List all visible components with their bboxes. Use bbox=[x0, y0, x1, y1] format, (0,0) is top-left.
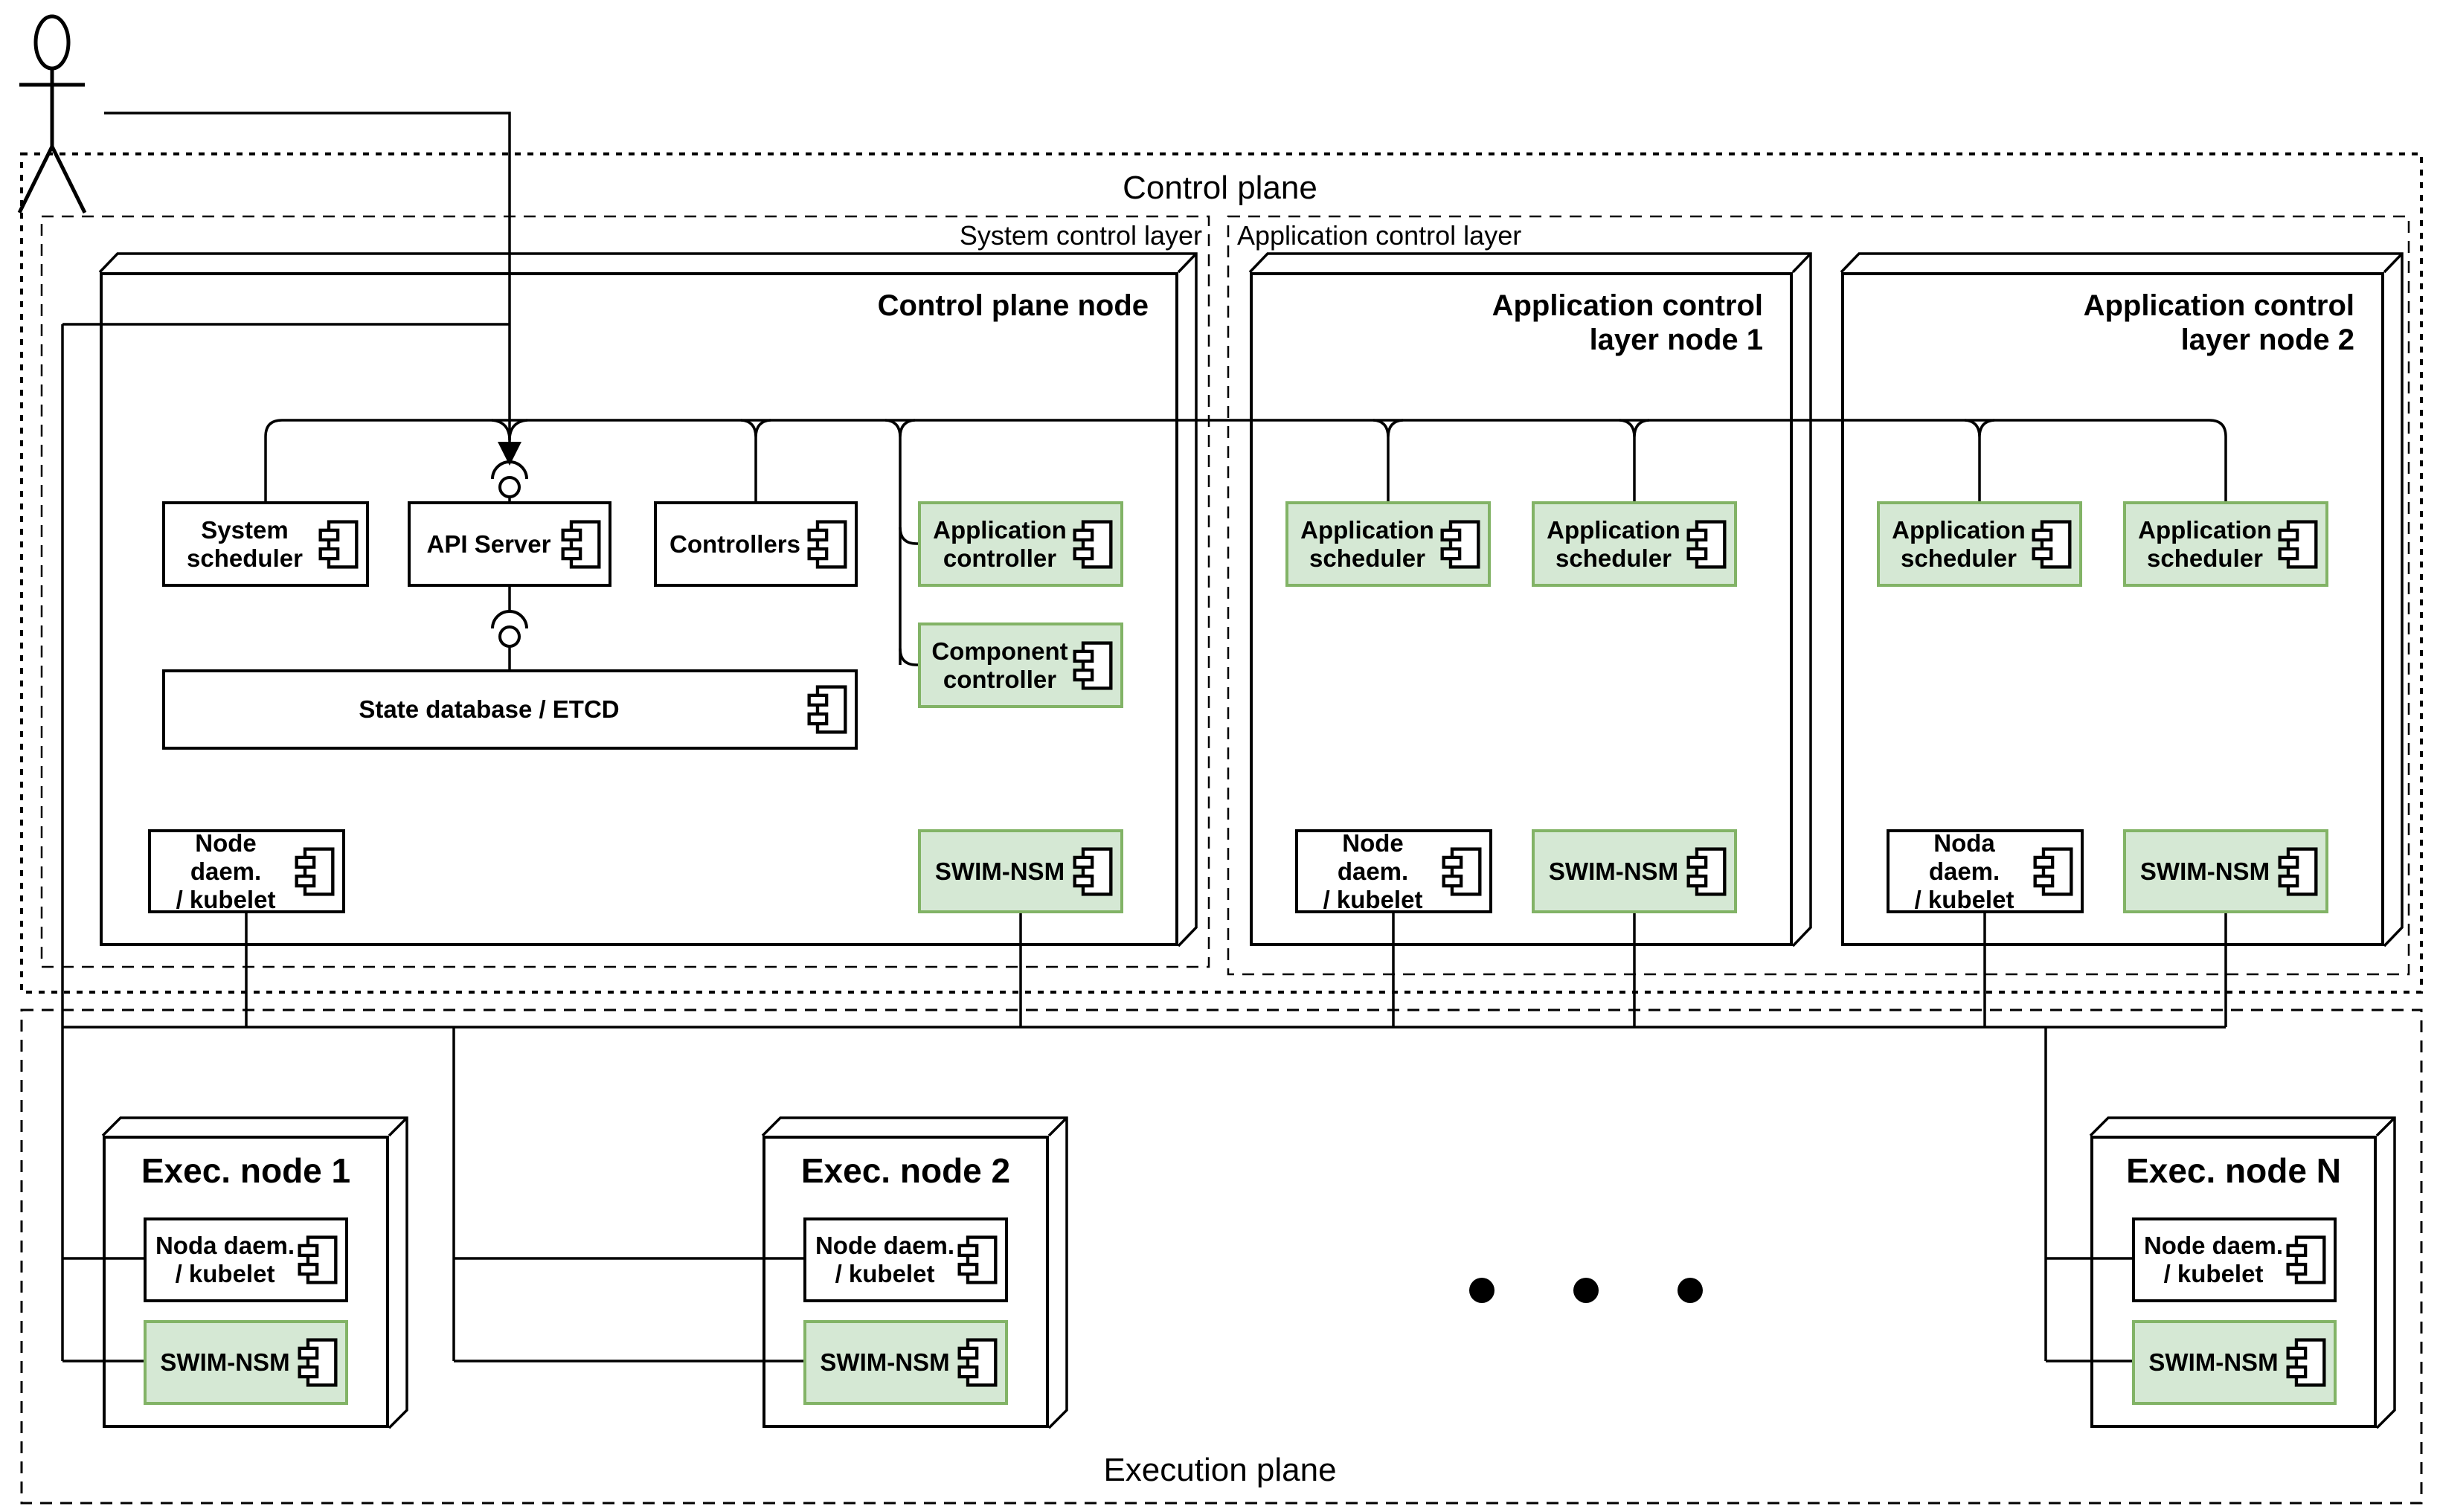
node1-swim-nsm-label: SWIM-NSM bbox=[1548, 857, 1679, 885]
component-icon bbox=[295, 846, 335, 896]
node1-node-daemon-label: Node daem. / kubelet bbox=[1323, 829, 1423, 913]
component-icon bbox=[1442, 846, 1482, 896]
component-icon bbox=[2278, 846, 2318, 896]
application-controller-component: Application controller bbox=[918, 501, 1123, 587]
execution-plane-label: Execution plane bbox=[1103, 1452, 1337, 1488]
component-icon bbox=[2286, 1235, 2326, 1284]
component-icon bbox=[807, 519, 847, 569]
node1-node-daemon-component: Node daem. / kubelet bbox=[1295, 829, 1492, 913]
component-icon bbox=[2278, 519, 2318, 569]
state-database-component: State database / ETCD bbox=[162, 669, 858, 750]
component-controller-label: Component controller bbox=[931, 637, 1068, 693]
application-control-layer-label: Application control layer bbox=[1237, 220, 1522, 251]
component-icon bbox=[2286, 1338, 2326, 1387]
component-icon bbox=[298, 1338, 338, 1387]
controllers-label: Controllers bbox=[669, 530, 801, 558]
cp-swim-nsm-label: SWIM-NSM bbox=[934, 857, 1065, 885]
execN-swim-nsm-component: SWIM-NSM bbox=[2132, 1320, 2337, 1405]
exec-node1-title: Exec. node 1 bbox=[141, 1151, 351, 1190]
app-control-node1-title: Application control layer node 1 bbox=[1492, 289, 1763, 356]
exec2-node-daemon-label: Node daem. / kubelet bbox=[815, 1232, 955, 1287]
execN-node-daemon-component: Node daem. / kubelet bbox=[2132, 1217, 2337, 1302]
component-icon bbox=[561, 519, 601, 569]
component-icon bbox=[1440, 519, 1480, 569]
component-icon bbox=[957, 1338, 998, 1387]
component-icon bbox=[1073, 640, 1113, 690]
component-icon bbox=[1073, 846, 1113, 896]
node2-app-scheduler-b-label: Application scheduler bbox=[2138, 515, 2272, 572]
node2-node-daemon-component: Noda daem. / kubelet bbox=[1887, 829, 2084, 913]
control-plane-node-title: Control plane node bbox=[877, 289, 1149, 322]
node2-app-scheduler-a-component: Application scheduler bbox=[1877, 501, 2082, 587]
component-icon bbox=[807, 685, 847, 734]
node1-app-scheduler-a-component: Application scheduler bbox=[1285, 501, 1491, 587]
exec-node2-title: Exec. node 2 bbox=[800, 1151, 1011, 1190]
component-icon bbox=[1073, 519, 1113, 569]
application-controller-label: Application controller bbox=[933, 515, 1067, 572]
controllers-component: Controllers bbox=[654, 501, 858, 587]
cp-node-daemon-component: Node daem. / kubelet bbox=[148, 829, 345, 913]
api-server-component: API Server bbox=[408, 501, 611, 587]
exec2-swim-nsm-component: SWIM-NSM bbox=[803, 1320, 1008, 1405]
component-icon bbox=[957, 1235, 998, 1284]
execN-node-daemon-label: Node daem. / kubelet bbox=[2143, 1232, 2284, 1287]
exec1-swim-nsm-label: SWIM-NSM bbox=[160, 1348, 290, 1376]
node2-node-daemon-label: Noda daem. / kubelet bbox=[1914, 829, 2014, 913]
exec1-node-daemon-component: Noda daem. / kubelet bbox=[144, 1217, 348, 1302]
user-actor-icon bbox=[17, 14, 87, 214]
node1-swim-nsm-component: SWIM-NSM bbox=[1532, 829, 1737, 913]
system-scheduler-component: System scheduler bbox=[162, 501, 369, 587]
node2-app-scheduler-b-component: Application scheduler bbox=[2123, 501, 2328, 587]
node1-app-scheduler-a-label: Application scheduler bbox=[1300, 515, 1434, 572]
exec2-node-daemon-component: Node daem. / kubelet bbox=[803, 1217, 1008, 1302]
component-controller-component: Component controller bbox=[918, 623, 1123, 708]
component-icon bbox=[1686, 519, 1727, 569]
exec1-swim-nsm-component: SWIM-NSM bbox=[144, 1320, 348, 1405]
node2-app-scheduler-a-label: Application scheduler bbox=[1892, 515, 2026, 572]
ellipsis-dots bbox=[1469, 1278, 1703, 1303]
exec2-swim-nsm-label: SWIM-NSM bbox=[820, 1348, 950, 1376]
control-plane-label: Control plane bbox=[1123, 170, 1317, 206]
system-scheduler-label: System scheduler bbox=[187, 515, 303, 572]
node1-app-scheduler-b-component: Application scheduler bbox=[1532, 501, 1737, 587]
node2-swim-nsm-component: SWIM-NSM bbox=[2123, 829, 2328, 913]
exec1-node-daemon-label: Noda daem. / kubelet bbox=[155, 1232, 295, 1287]
api-server-label: API Server bbox=[426, 530, 551, 558]
component-icon bbox=[318, 519, 359, 569]
execN-swim-nsm-label: SWIM-NSM bbox=[2148, 1348, 2279, 1376]
component-icon bbox=[2032, 519, 2072, 569]
state-database-label: State database / ETCD bbox=[359, 695, 620, 723]
system-control-layer-label: System control layer bbox=[959, 220, 1202, 251]
component-icon bbox=[298, 1235, 338, 1284]
component-icon bbox=[1686, 846, 1727, 896]
node1-app-scheduler-b-label: Application scheduler bbox=[1547, 515, 1680, 572]
node2-swim-nsm-label: SWIM-NSM bbox=[2139, 857, 2270, 885]
exec-nodeN-title: Exec. node N bbox=[2126, 1151, 2341, 1190]
component-icon bbox=[2033, 846, 2073, 896]
app-control-node2-title: Application control layer node 2 bbox=[2083, 289, 2354, 356]
cp-node-daemon-label: Node daem. / kubelet bbox=[176, 829, 276, 913]
cp-swim-nsm-component: SWIM-NSM bbox=[918, 829, 1123, 913]
